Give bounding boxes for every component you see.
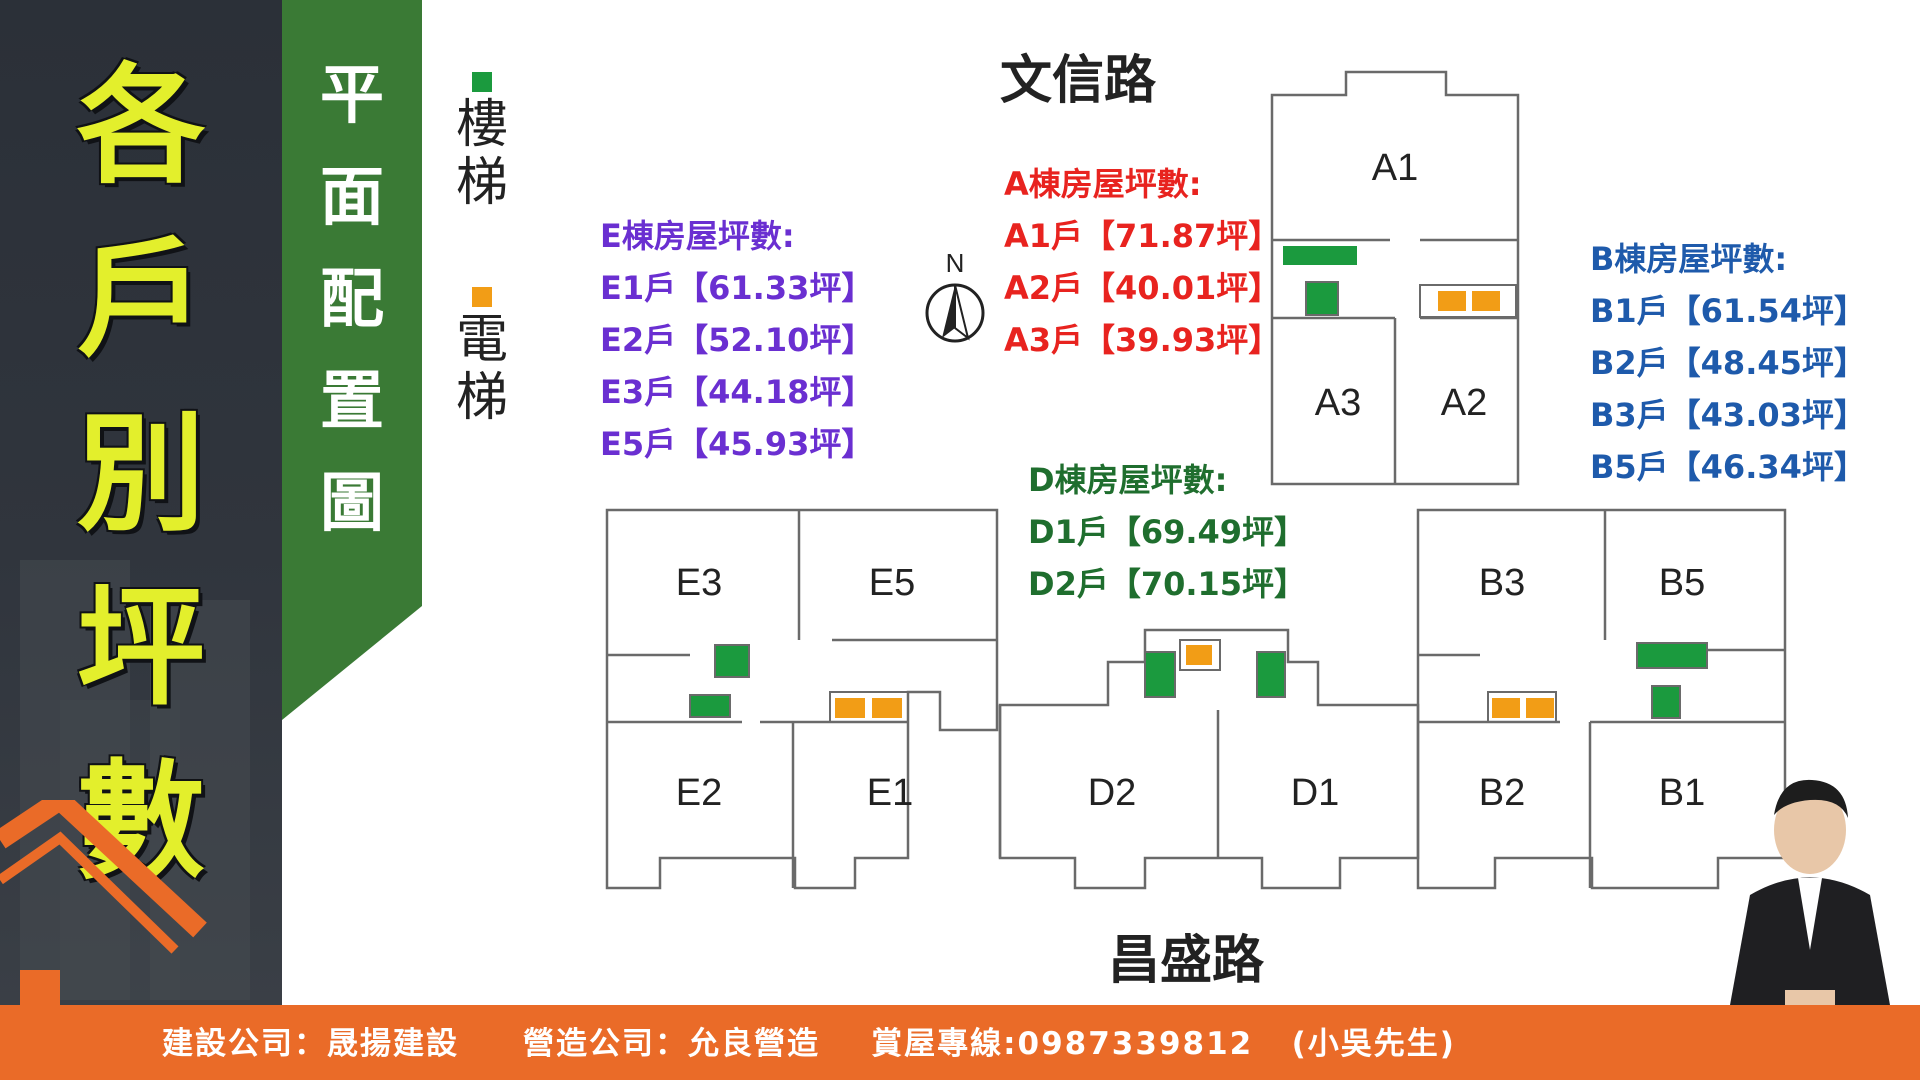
- info-title: A棟房屋坪數:: [1004, 165, 1202, 203]
- main-title-char: 戶: [76, 226, 205, 375]
- stairs-icon: [1283, 246, 1357, 265]
- unit-label-b2: B2: [1479, 772, 1525, 814]
- floor-plan: A1 A2 A3 E3 E5 E2 E1 D2 D1 B3 B5 B2 B1: [605, 70, 1787, 890]
- house-outline-icon: [0, 800, 207, 1010]
- sub-title: 平 面 配 置 圖: [282, 45, 422, 555]
- title-panel: [0, 0, 282, 1005]
- unit-label-d2: D2: [1088, 772, 1137, 814]
- main-title-char: 別: [76, 400, 205, 549]
- building-b: [1416, 508, 1787, 890]
- main-title-char: 各: [76, 52, 205, 201]
- info-line: D1戶【69.49坪】: [1028, 513, 1307, 551]
- main-title-char: 坪: [76, 574, 205, 723]
- info-title: B棟房屋坪數:: [1590, 240, 1788, 278]
- stairs-icon: [472, 72, 492, 92]
- stairs-icon: [1651, 685, 1681, 719]
- elevator-icon: [1526, 698, 1554, 718]
- info-line: B5戶【46.34坪】: [1590, 448, 1866, 486]
- legend-label: 樓 梯: [447, 96, 517, 212]
- sub-title-char: 面: [320, 161, 384, 235]
- elevator-icon: [1186, 645, 1212, 665]
- info-building-e: E棟房屋坪數: E1戶【61.33坪】 E2戶【52.10坪】 E3戶【44.1…: [600, 210, 873, 470]
- building-a: [1270, 70, 1520, 486]
- legend-char: 梯: [455, 153, 508, 213]
- compass-north-label: N: [945, 248, 965, 278]
- unit-label-e2: E2: [676, 772, 722, 814]
- building-e: [605, 508, 999, 890]
- legend-label: 電 梯: [447, 311, 517, 427]
- stairs-icon: [1305, 281, 1339, 316]
- legend-char: 梯: [455, 368, 508, 428]
- stairs-icon: [714, 644, 750, 678]
- footer-text: 建設公司：晟揚建設 營造公司：允良營造 賞屋專線:0987339812 (小吳先…: [162, 1026, 1456, 1062]
- info-building-a: A棟房屋坪數: A1戶【71.87坪】 A2戶【40.01坪】 A3戶【39.9…: [1004, 158, 1280, 366]
- unit-label-a2: A2: [1441, 382, 1487, 424]
- subtitle-band: [282, 0, 422, 720]
- info-title: D棟房屋坪數:: [1028, 461, 1228, 499]
- info-line: B3戶【43.03坪】: [1590, 396, 1866, 434]
- elevator-icon: [1492, 698, 1520, 718]
- info-building-d: D棟房屋坪數: D1戶【69.49坪】 D2戶【70.15坪】: [1028, 454, 1306, 610]
- legend-item-elevator: 電 梯: [447, 287, 517, 427]
- elevator-icon: [472, 287, 492, 307]
- elevator-icon: [1438, 291, 1466, 311]
- elevator-icon: [872, 698, 902, 718]
- info-line: E1戶【61.33坪】: [600, 269, 874, 307]
- stairs-icon: [1636, 642, 1708, 669]
- sub-title-char: 圖: [320, 467, 384, 541]
- legend-item-stairs: 樓 梯: [447, 72, 517, 212]
- unit-label-d1: D1: [1291, 772, 1340, 814]
- unit-label-e1: E1: [867, 772, 913, 814]
- north-arrow-icon: [925, 283, 985, 343]
- elevator-icon: [1472, 291, 1500, 311]
- stairs-icon: [1256, 651, 1286, 698]
- road-south: 昌盛路: [1108, 931, 1265, 991]
- info-title: E棟房屋坪數:: [600, 217, 795, 255]
- elevator-icon: [835, 698, 865, 718]
- road-north: 文信路: [1000, 51, 1157, 111]
- info-building-b: B棟房屋坪數: B1戶【61.54坪】 B2戶【48.45坪】 B3戶【43.0…: [1590, 233, 1866, 493]
- unit-label-e3: E3: [676, 562, 722, 604]
- legend-char: 樓: [455, 95, 508, 155]
- sub-title-char: 平: [320, 59, 384, 133]
- info-line: E5戶【45.93坪】: [600, 425, 874, 463]
- sub-title-char: 配: [320, 263, 384, 337]
- unit-label-a3: A3: [1315, 382, 1361, 424]
- legend-char: 電: [455, 310, 508, 370]
- unit-label-e5: E5: [869, 562, 915, 604]
- stairs-icon: [689, 694, 731, 718]
- info-line: A1戶【71.87坪】: [1004, 217, 1281, 255]
- compass: N: [920, 248, 990, 348]
- info-line: B1戶【61.54坪】: [1590, 292, 1866, 330]
- info-line: B2戶【48.45坪】: [1590, 344, 1866, 382]
- info-line: D2戶【70.15坪】: [1028, 565, 1307, 603]
- unit-label-b3: B3: [1479, 562, 1525, 604]
- footer-bar: [0, 1005, 1920, 1080]
- unit-label-b1: B1: [1659, 772, 1705, 814]
- sub-title-char: 置: [320, 365, 384, 439]
- unit-label-b5: B5: [1659, 562, 1705, 604]
- building-d: [998, 628, 1420, 890]
- info-line: A2戶【40.01坪】: [1004, 269, 1281, 307]
- info-line: E3戶【44.18坪】: [600, 373, 874, 411]
- stairs-icon: [1144, 651, 1176, 698]
- info-line: E2戶【52.10坪】: [600, 321, 874, 359]
- info-line: A3戶【39.93坪】: [1004, 321, 1281, 359]
- unit-label-a1: A1: [1372, 147, 1418, 189]
